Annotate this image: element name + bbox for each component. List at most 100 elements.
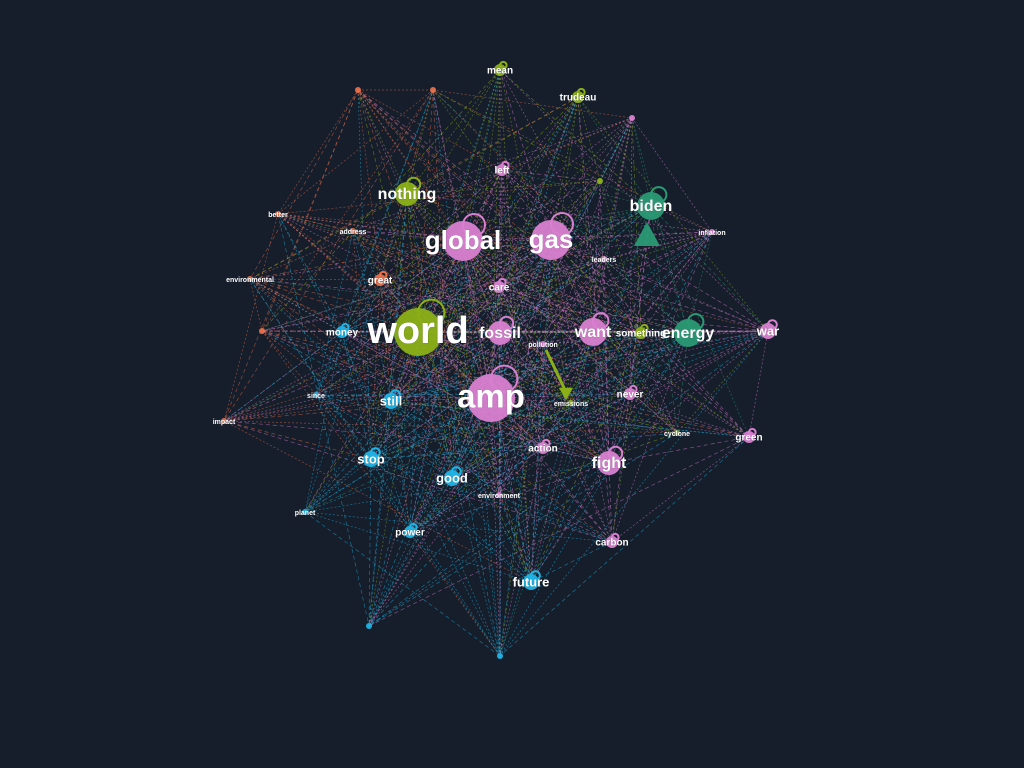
edge (432, 89, 453, 479)
node-n_tl2[interactable] (430, 87, 436, 93)
edge (462, 180, 601, 242)
node-n_tr[interactable] (629, 115, 635, 121)
node-layer (221, 60, 778, 659)
edge (223, 420, 613, 543)
node-global[interactable] (443, 221, 483, 261)
edge (304, 331, 419, 513)
edge (611, 436, 750, 543)
edge (550, 239, 750, 438)
node-label: impact (213, 419, 236, 426)
node-amp[interactable] (467, 374, 515, 422)
edge (406, 193, 492, 399)
node-great[interactable] (374, 274, 386, 286)
node-carbon[interactable] (606, 536, 618, 548)
edge (304, 511, 501, 657)
node-good[interactable] (444, 470, 460, 486)
node-money[interactable] (336, 326, 348, 338)
node-label: still (380, 393, 402, 408)
node-leaders[interactable] (601, 256, 607, 262)
node-impact[interactable] (221, 418, 227, 424)
edge (462, 240, 544, 345)
node-fossil[interactable] (488, 321, 512, 345)
node-since[interactable] (313, 392, 319, 398)
edge (542, 117, 633, 345)
edge (499, 180, 601, 334)
edge (640, 231, 713, 334)
edge (249, 240, 464, 280)
edge (409, 393, 631, 533)
edge (223, 89, 359, 422)
edge (498, 239, 552, 496)
node-never[interactable] (624, 388, 636, 400)
edge (417, 205, 652, 333)
node-label: environmental (226, 277, 274, 284)
node-gas[interactable] (531, 220, 571, 260)
node-label: world (366, 310, 468, 352)
node-biden[interactable] (637, 192, 665, 220)
node-action[interactable] (537, 442, 549, 454)
edge (530, 447, 544, 583)
node-cyclone[interactable] (674, 430, 680, 436)
edge (379, 169, 503, 281)
node-left[interactable] (496, 164, 508, 176)
node-pollution[interactable] (540, 341, 546, 347)
node-planet[interactable] (302, 509, 308, 515)
node-environment[interactable] (496, 492, 502, 498)
node-fight[interactable] (597, 451, 621, 475)
edge (368, 239, 552, 627)
edge (304, 397, 492, 513)
node-green[interactable] (743, 431, 755, 443)
edge (390, 331, 419, 402)
node-nothing[interactable] (395, 182, 419, 206)
node-something[interactable] (635, 327, 647, 339)
node-n_bottom[interactable] (497, 653, 503, 659)
node-emissions[interactable] (568, 400, 574, 406)
node-better[interactable] (275, 211, 281, 217)
edge (417, 331, 678, 434)
node-want[interactable] (579, 318, 607, 346)
node-n_bl[interactable] (366, 623, 372, 629)
edge (370, 402, 572, 460)
edge (417, 96, 579, 333)
node-n_tl1[interactable] (355, 87, 361, 93)
edge (629, 332, 689, 395)
edge (379, 205, 652, 281)
edge (451, 330, 769, 479)
node-stop[interactable] (363, 451, 379, 467)
node-n_left2[interactable] (259, 328, 265, 334)
edge (608, 393, 631, 464)
edge (406, 193, 419, 333)
edge (261, 239, 552, 332)
edge (341, 331, 411, 533)
node-n_mid[interactable] (597, 178, 603, 184)
node-trudeau[interactable] (572, 91, 584, 103)
edge (249, 278, 392, 402)
edge (277, 213, 605, 260)
node-future[interactable] (523, 574, 539, 590)
node-label: future (513, 574, 550, 589)
edge (390, 117, 633, 402)
edge (417, 117, 633, 333)
node-energy[interactable] (674, 319, 702, 347)
node-power[interactable] (404, 526, 416, 538)
edge (550, 239, 631, 395)
edge (390, 332, 689, 402)
edge (490, 397, 613, 543)
edge (368, 258, 605, 627)
node-environmental[interactable] (247, 276, 253, 282)
node-still[interactable] (383, 393, 399, 409)
edge (592, 180, 601, 333)
node-inflation[interactable] (709, 229, 715, 235)
node-world[interactable] (394, 308, 442, 356)
edge (432, 89, 464, 242)
node-address[interactable] (350, 228, 356, 234)
edge (599, 180, 689, 334)
node-care[interactable] (493, 281, 505, 293)
node-mean[interactable] (494, 64, 506, 76)
edge (304, 400, 392, 513)
edge (499, 332, 532, 583)
edge (608, 330, 769, 464)
node-war[interactable] (760, 323, 776, 339)
edge (631, 117, 652, 207)
node-label: war (756, 323, 779, 338)
